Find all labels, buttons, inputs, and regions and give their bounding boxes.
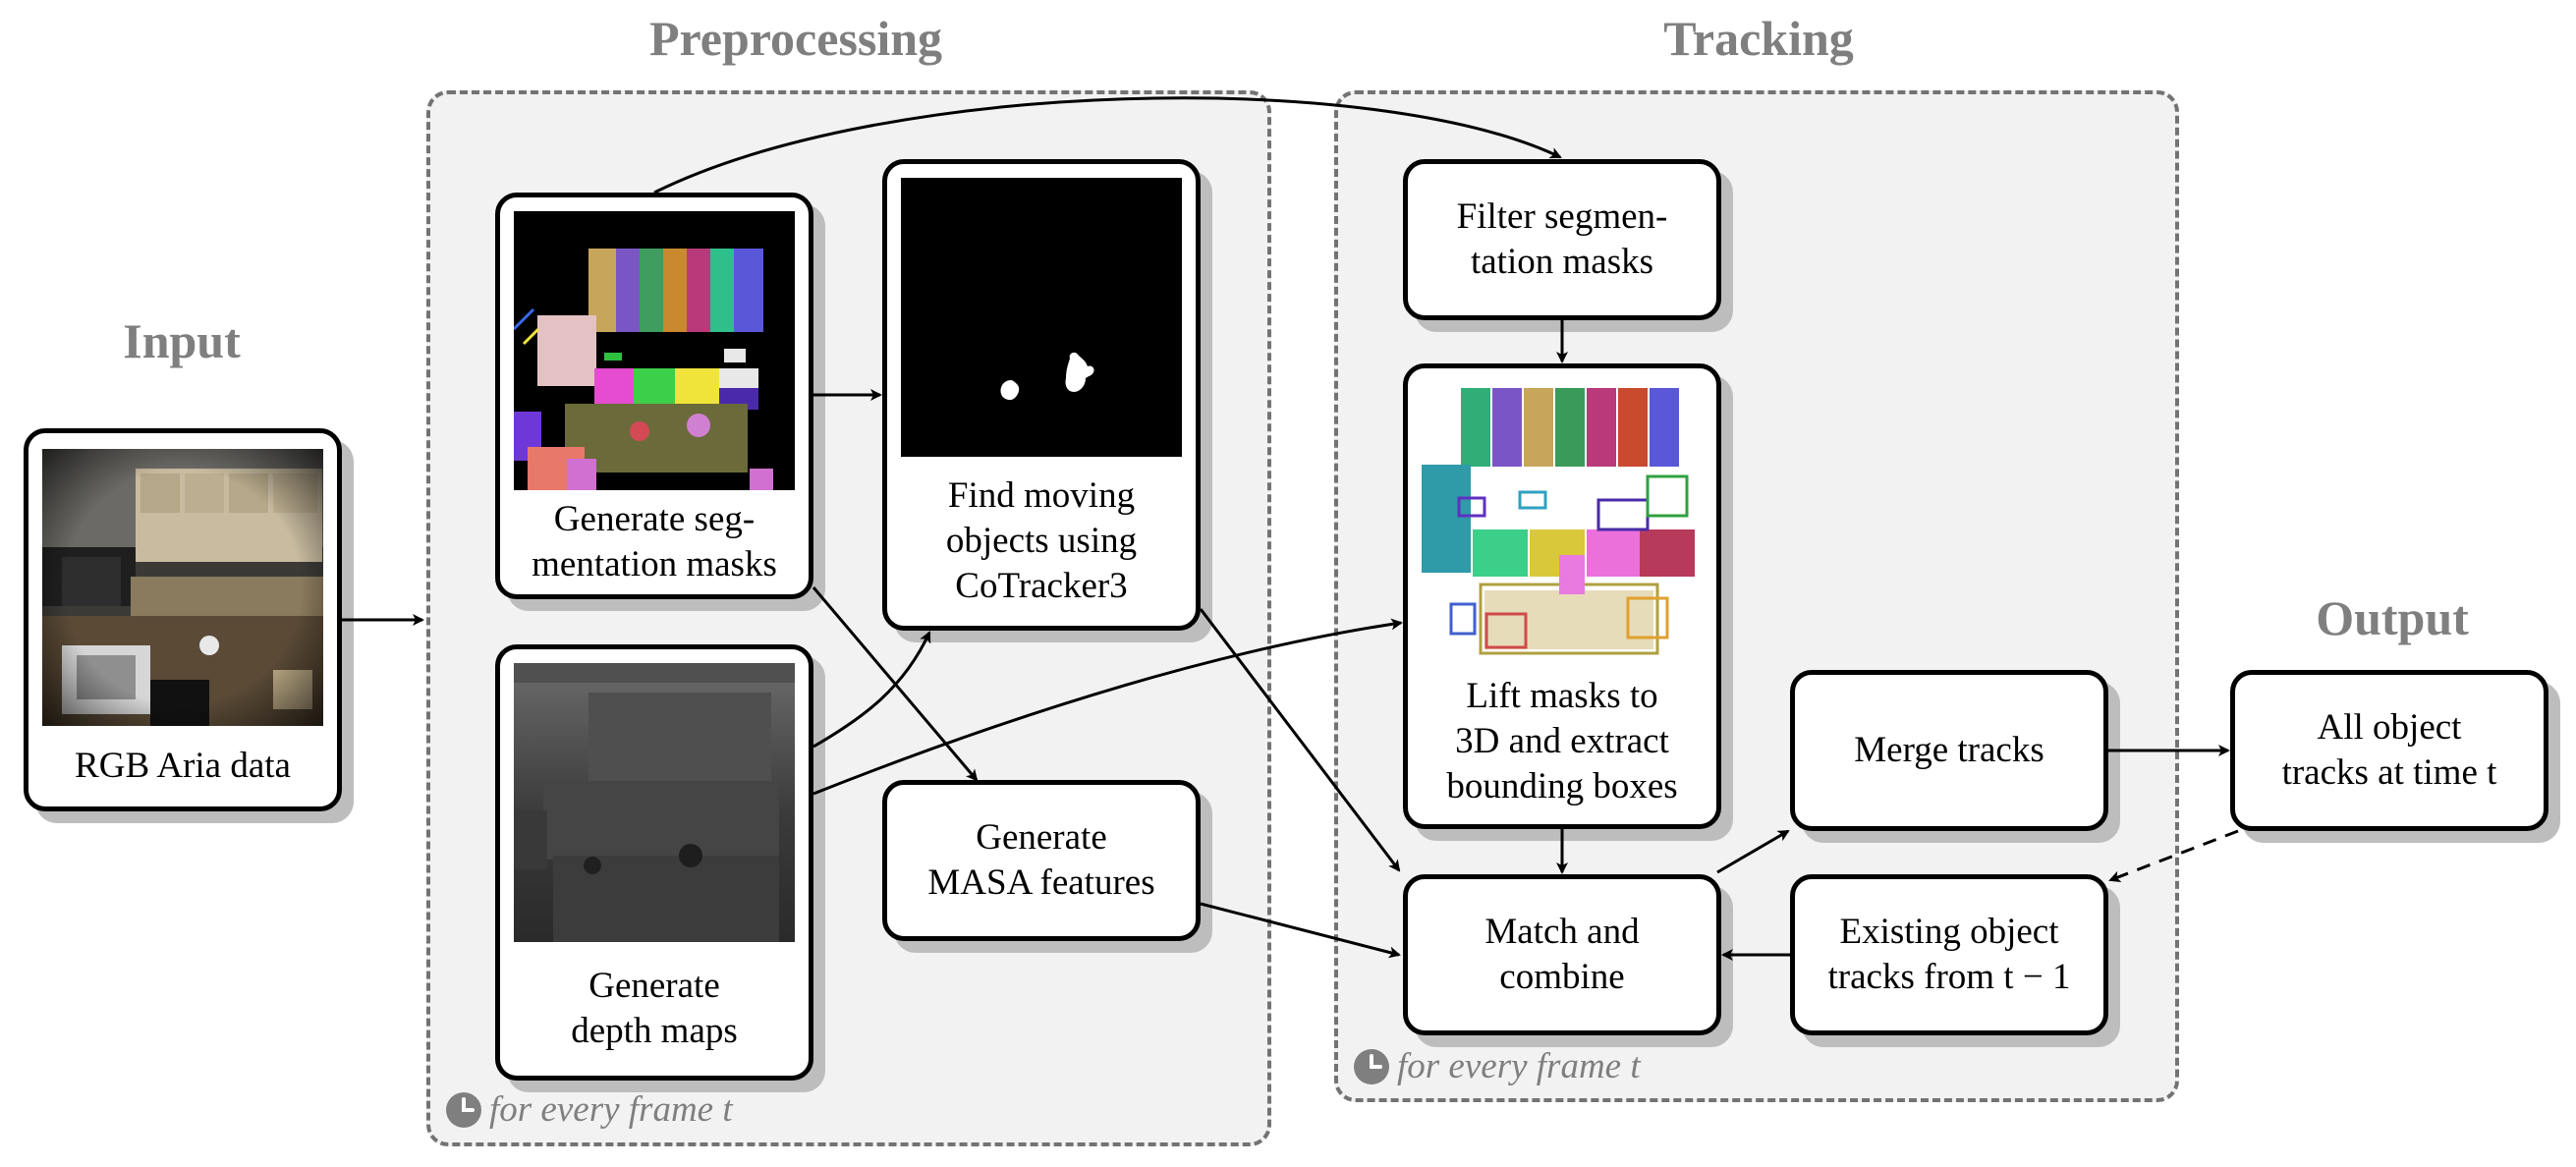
- arrow-depth-to-lift: [812, 618, 1403, 796]
- lift-3d-caption: Lift masks to 3D and extract bounding bo…: [1446, 659, 1677, 824]
- rgb-kitchen-thumbnail: [42, 449, 323, 726]
- tracking-frame-note-text: for every frame t: [1397, 1046, 1641, 1086]
- moving-objects-node: Find moving objects using CoTracker3: [882, 159, 1201, 631]
- segmentation-line-2: mentation masks: [532, 544, 777, 584]
- segmentation-line-1: Generate seg-: [553, 499, 756, 539]
- tracking-title: Tracking: [1663, 11, 1854, 66]
- arrow-output-to-existing: [2108, 829, 2239, 883]
- lift-line-1: Lift masks to: [1466, 676, 1658, 716]
- rgb-aria-node: RGB Aria data: [24, 428, 342, 811]
- rgb-aria-caption: RGB Aria data: [75, 726, 291, 806]
- depth-map-thumbnail: [514, 663, 795, 942]
- output-title: Output: [2316, 590, 2469, 645]
- match-combine-node: Match and combine: [1403, 874, 1721, 1035]
- output-tracks-node: All object tracks at time t: [2230, 670, 2548, 831]
- existing-line-2: tracks from t − 1: [1827, 957, 2071, 997]
- segmentation-caption: Generate seg- mentation masks: [532, 490, 777, 594]
- lift-line-3: bounding boxes: [1446, 766, 1678, 806]
- masa-node: Generate MASA features: [882, 780, 1201, 941]
- output-line-2: tracks at time t: [2281, 752, 2497, 793]
- clock-icon: [446, 1091, 481, 1128]
- arrow-match-to-merge: [1716, 829, 1790, 874]
- merge-line-1: Merge tracks: [1854, 730, 2044, 770]
- moving-objects-mask-thumbnail: [901, 178, 1182, 457]
- arrow-segmentation-to-filter: [653, 96, 1562, 194]
- depth-caption: Generate depth maps: [571, 942, 738, 1076]
- masa-line-1: Generate: [976, 817, 1107, 858]
- moving-objects-line-1: Find moving: [947, 475, 1136, 516]
- tracking-frame-note: for every frame t: [1352, 1045, 1641, 1087]
- preprocessing-frame-note-text: for every frame t: [489, 1089, 733, 1130]
- preprocessing-frame-note: for every frame t: [444, 1088, 733, 1131]
- match-line-1: Match and: [1484, 912, 1640, 952]
- masa-line-2: MASA features: [927, 862, 1155, 903]
- moving-objects-line-3: CoTracker3: [955, 566, 1128, 606]
- filter-line-2: tation masks: [1470, 242, 1653, 282]
- filter-line-1: Filter segmen-: [1456, 196, 1668, 237]
- lift-line-2: 3D and extract: [1455, 721, 1669, 761]
- segmentation-node: Generate seg- mentation masks: [495, 193, 813, 599]
- arrow-masa-to-match: [1200, 902, 1401, 959]
- moving-objects-line-2: objects using: [945, 521, 1138, 561]
- existing-tracks-node: Existing object tracks from t − 1: [1790, 874, 2108, 1035]
- output-line-1: All object: [2317, 707, 2462, 748]
- existing-line-1: Existing object: [1839, 912, 2059, 952]
- clock-icon: [1354, 1048, 1389, 1084]
- input-title: Input: [123, 313, 241, 368]
- filter-masks-node: Filter segmen- tation masks: [1403, 159, 1721, 320]
- arrow-depth-to-moving: [812, 631, 931, 749]
- depth-node: Generate depth maps: [495, 644, 813, 1081]
- match-line-2: combine: [1499, 957, 1625, 997]
- merge-tracks-node: Merge tracks: [1790, 670, 2108, 831]
- depth-line-1: Generate: [588, 966, 720, 1006]
- lift-3d-node: Lift masks to 3D and extract bounding bo…: [1403, 363, 1721, 829]
- bounding-boxes-3d-thumbnail: [1422, 382, 1703, 659]
- depth-line-2: depth maps: [571, 1011, 738, 1051]
- moving-objects-caption: Find moving objects using CoTracker3: [946, 457, 1137, 626]
- segmentation-thumbnail: [514, 211, 795, 490]
- arrow-moving-to-match: [1199, 608, 1401, 872]
- preprocessing-title: Preprocessing: [648, 11, 943, 66]
- rgb-aria-line-1: RGB Aria data: [75, 746, 291, 786]
